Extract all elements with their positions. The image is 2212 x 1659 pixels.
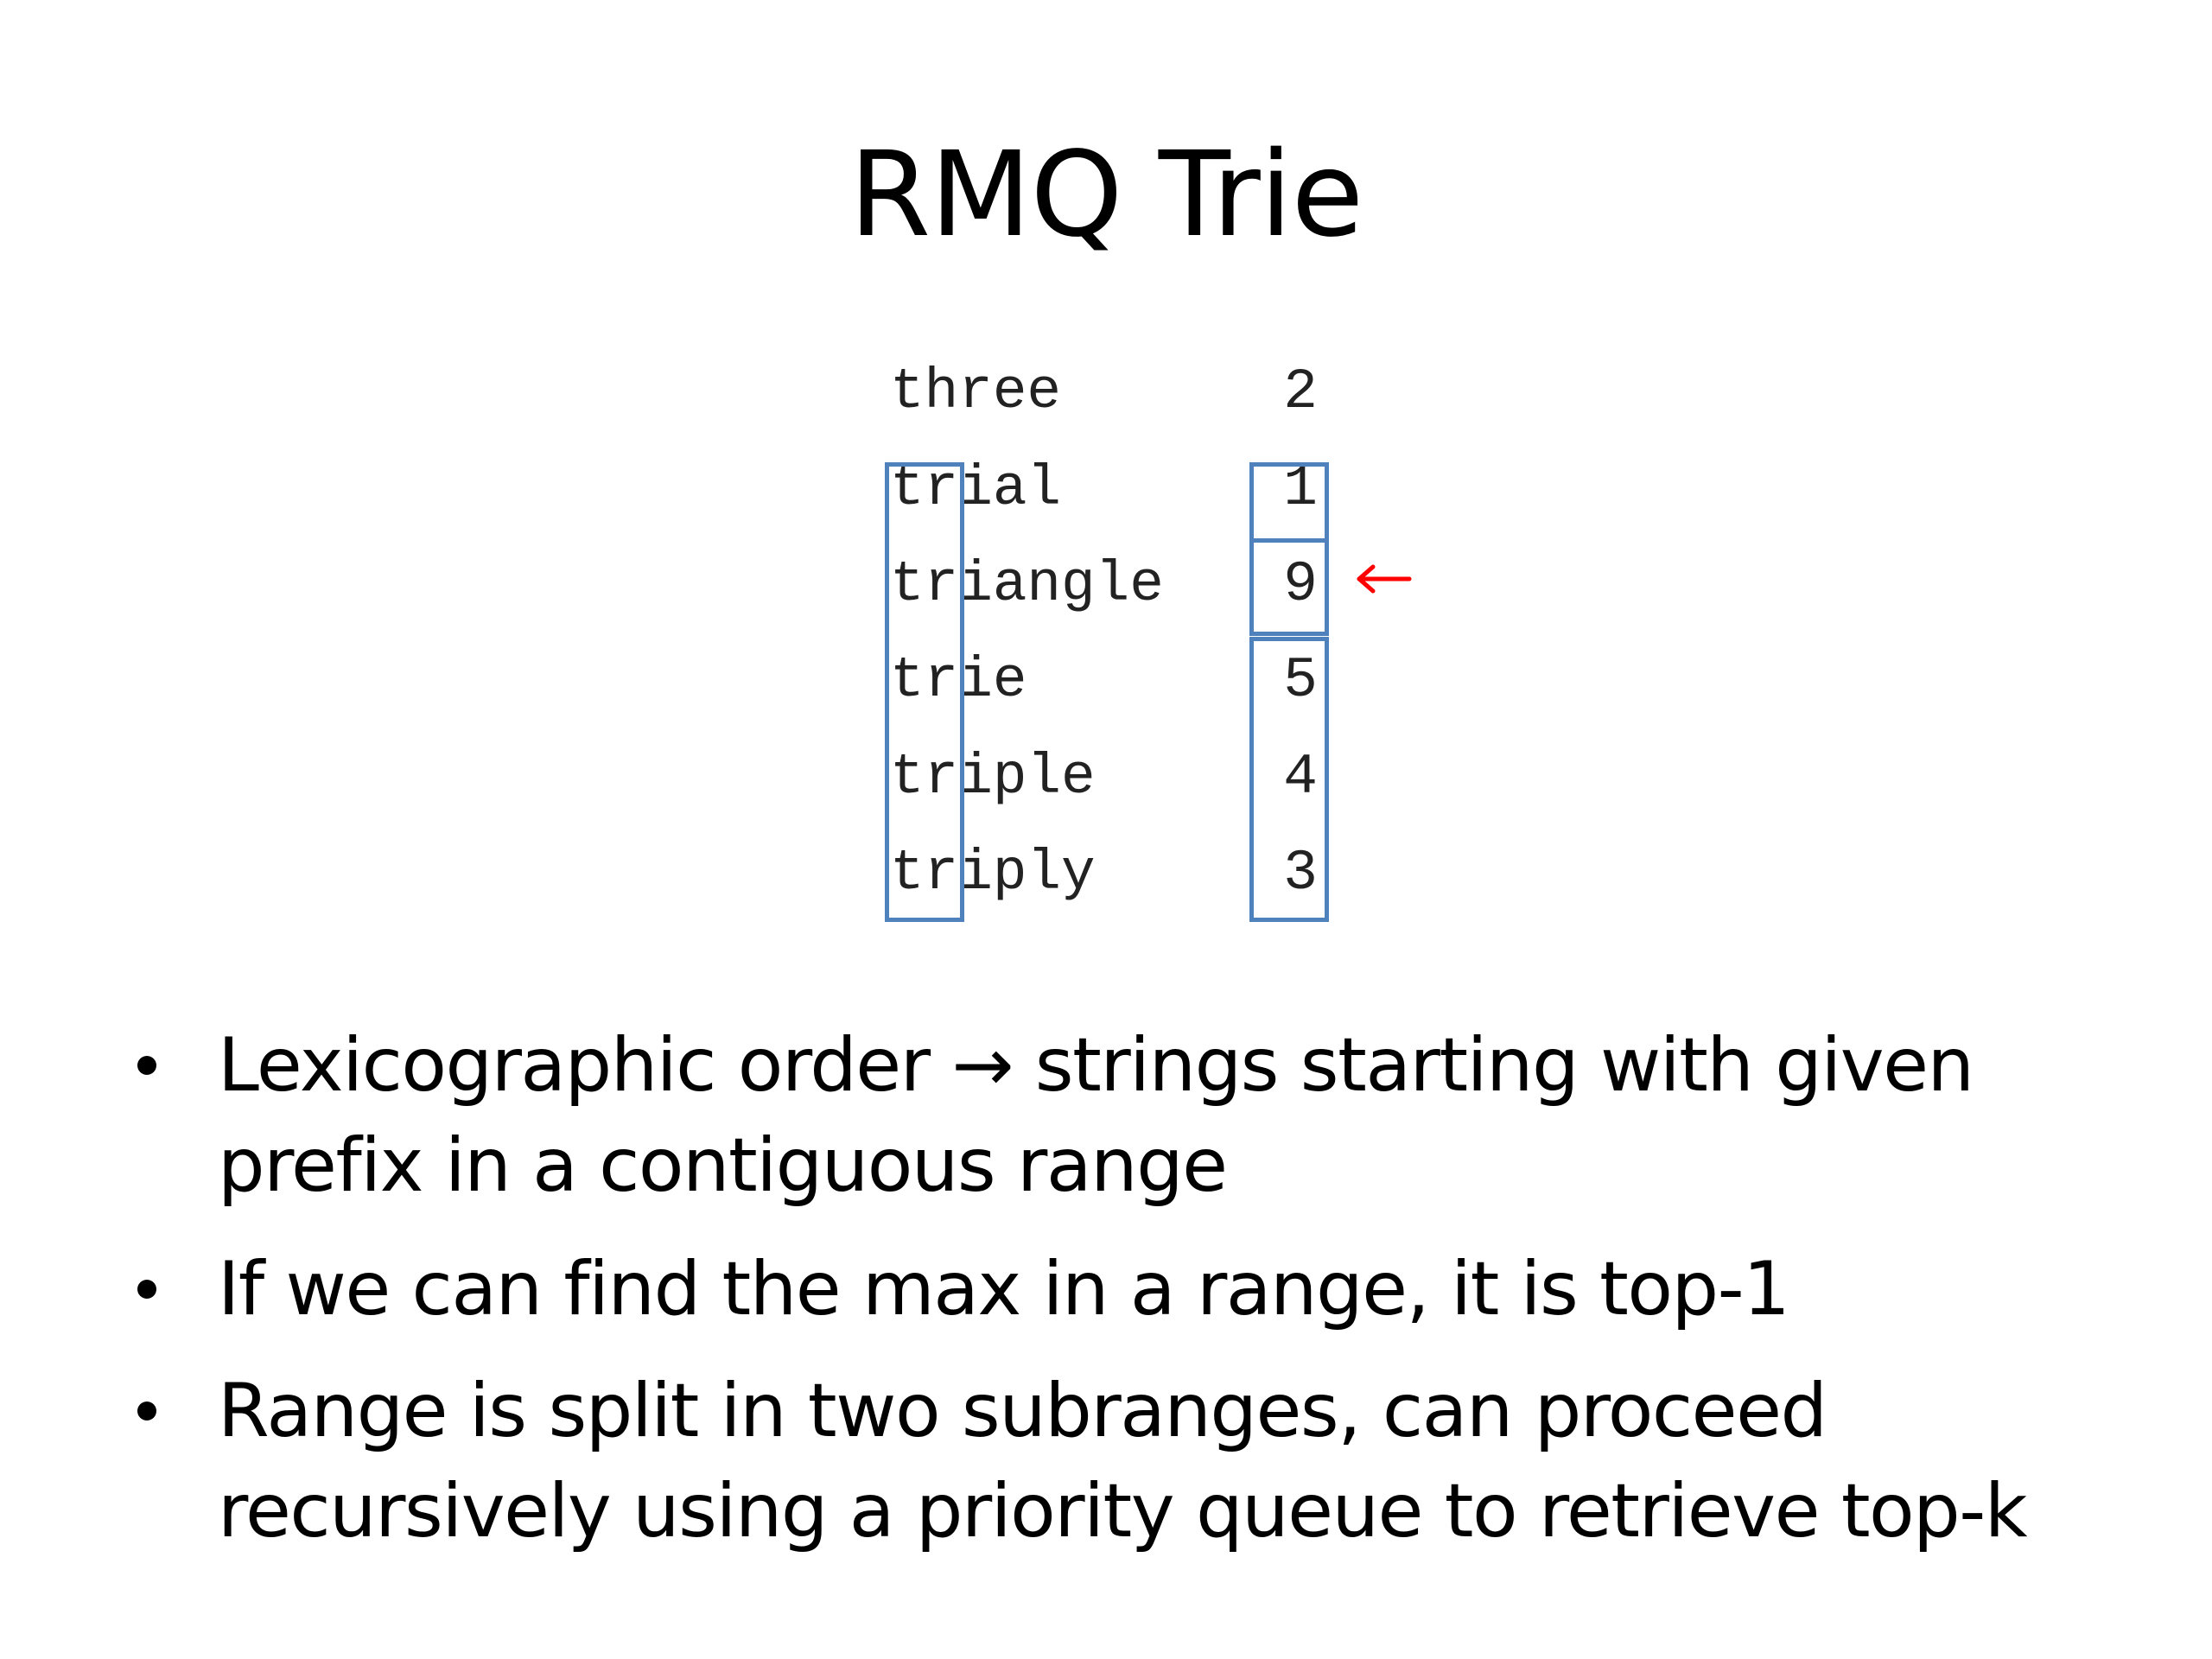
bullet-dot: [130, 1239, 164, 1339]
bullet-text: Lexicographic order → strings starting w…: [218, 1022, 1974, 1209]
rank-cell: 9: [1283, 552, 1318, 617]
word-cell: three: [890, 359, 1062, 424]
prefix-highlight-box: [885, 462, 964, 922]
slide-title: RMQ Trie: [849, 127, 1364, 264]
left-subrange-box: [1249, 462, 1329, 543]
word-cell: triply: [890, 841, 1096, 906]
word-cell: trial: [890, 456, 1062, 521]
bullet-text: Range is split in two subranges, can pro…: [218, 1368, 2028, 1554]
rank-cell: 3: [1283, 841, 1318, 906]
rank-cell: 5: [1283, 648, 1318, 713]
trie-table: three 2 trial 1 triangle 9 trie 5 triple…: [885, 359, 1412, 922]
word-cell: triangle: [890, 552, 1164, 617]
word-cell: trie: [890, 648, 1027, 713]
rank-cell: 1: [1283, 456, 1318, 521]
word-cell: triple: [890, 745, 1096, 810]
max-rank-box: [1249, 538, 1329, 636]
bullet-text: If we can find the max in a range, it is…: [218, 1246, 1790, 1332]
left-arrow-icon: [1357, 564, 1412, 594]
rank-cell: 4: [1283, 745, 1318, 810]
bullet-dot: [130, 1361, 164, 1461]
rank-cell: 2: [1283, 359, 1318, 424]
bullet-dot: [130, 1015, 164, 1116]
right-subrange-box: [1249, 637, 1329, 922]
